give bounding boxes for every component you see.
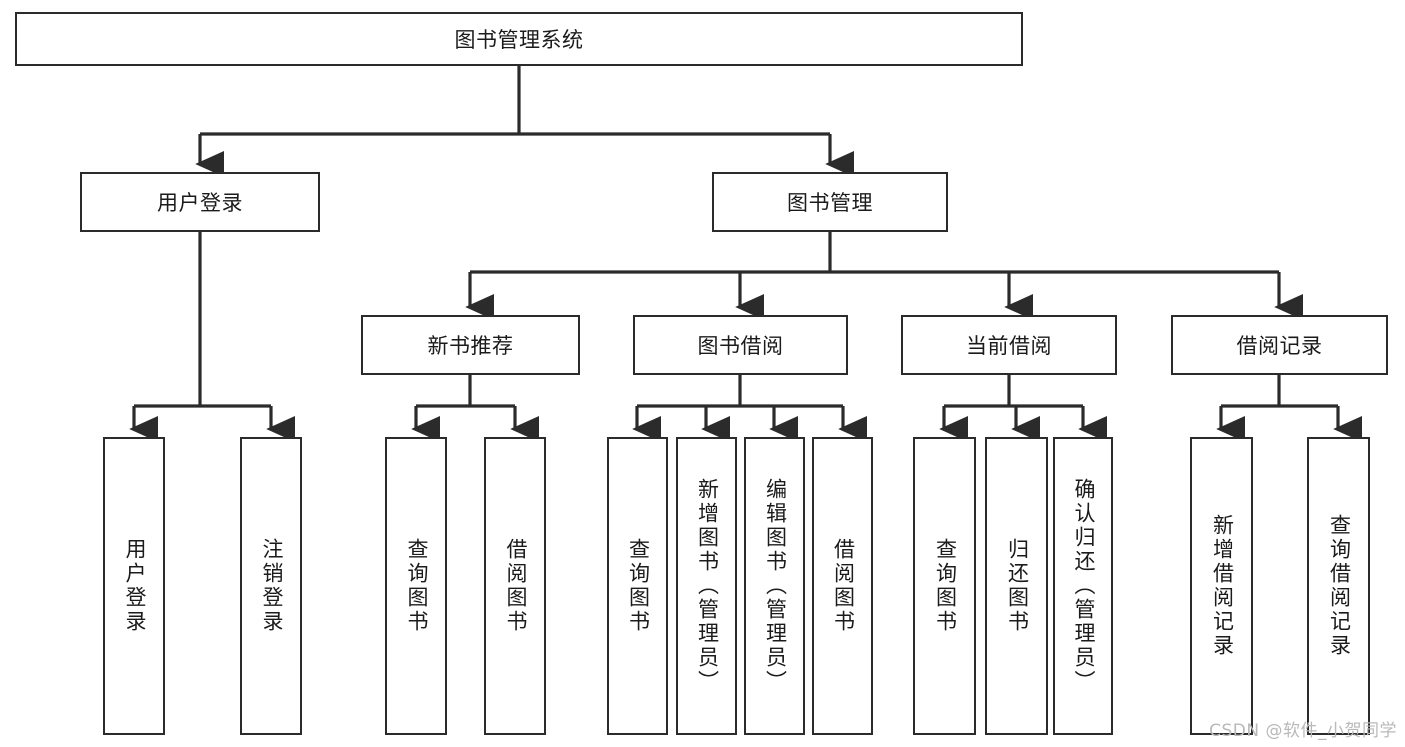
- leaf-label: 借阅图书: [503, 538, 528, 634]
- node-root[interactable]: 图书管理系统: [15, 12, 1023, 66]
- edge-root-children: [195, 134, 854, 177]
- leaf-label: 查询借阅记录: [1327, 514, 1352, 658]
- leaf-label: 新增借阅记录: [1210, 514, 1235, 658]
- leaf-node-add-book[interactable]: 新增图书（管理员）: [676, 437, 737, 735]
- leaf-node-edit-book[interactable]: 编辑图书（管理员）: [744, 437, 805, 735]
- node-book-manage-label: 图书管理: [787, 191, 873, 215]
- node-root-label: 图书管理系统: [454, 28, 584, 52]
- node-book-manage[interactable]: 图书管理: [712, 172, 948, 232]
- edge-bookborrow-bus: [637, 375, 843, 408]
- node-current-borrow-label: 当前借阅: [966, 334, 1052, 358]
- edge-userlogin-leaves: [129, 406, 295, 442]
- node-user-login[interactable]: 用户登录: [80, 172, 320, 232]
- leaf-label: 查询图书: [404, 538, 429, 634]
- leaf-node-add-record[interactable]: 新增借阅记录: [1190, 437, 1253, 735]
- edge-bookmanage-children: [465, 272, 1303, 320]
- edge-bookborrow-leaves: [632, 406, 867, 442]
- edge-borrowrecord-leaves: [1216, 406, 1362, 442]
- leaf-label: 注销登录: [259, 538, 284, 634]
- edge-newbook-leaves: [411, 406, 539, 442]
- node-current-borrow[interactable]: 当前借阅: [901, 315, 1117, 375]
- leaf-label: 归还图书: [1005, 538, 1030, 634]
- node-book-borrow-label: 图书借阅: [697, 334, 784, 358]
- leaf-label: 确认归还（管理员）: [1071, 478, 1096, 694]
- leaf-node-confirm-return[interactable]: 确认归还（管理员）: [1053, 437, 1113, 735]
- leaf-label: 查询图书: [933, 538, 958, 634]
- leaf-label: 查询图书: [626, 538, 651, 634]
- edge-userlogin-bus: [134, 232, 271, 408]
- node-borrow-record[interactable]: 借阅记录: [1171, 315, 1388, 375]
- leaf-label: 编辑图书（管理员）: [763, 478, 788, 694]
- leaf-node-user-login[interactable]: 用户登录: [103, 437, 165, 735]
- edge-borrowrecord-bus: [1221, 375, 1338, 408]
- leaf-node-query-book-2[interactable]: 查询图书: [607, 437, 668, 735]
- edge-currentborrow-bus: [944, 375, 1083, 408]
- watermark-text: CSDN @软件_小贺同学: [1209, 721, 1397, 741]
- node-borrow-record-label: 借阅记录: [1236, 334, 1323, 358]
- edge-root-bus: [200, 66, 830, 136]
- leaf-node-query-book-3[interactable]: 查询图书: [913, 437, 976, 735]
- edge-newbook-bus: [416, 375, 515, 408]
- node-new-book-recommend[interactable]: 新书推荐: [361, 315, 580, 375]
- leaf-node-borrow-book-2[interactable]: 借阅图书: [812, 437, 873, 735]
- leaf-label: 用户登录: [122, 538, 147, 634]
- leaf-node-return-book[interactable]: 归还图书: [985, 437, 1048, 735]
- leaf-node-borrow-book-1[interactable]: 借阅图书: [484, 437, 546, 735]
- edge-bookmanage-bus: [470, 232, 1279, 274]
- leaf-node-user-logout[interactable]: 注销登录: [240, 437, 302, 735]
- node-user-login-label: 用户登录: [157, 191, 243, 215]
- edge-currentborrow-leaves: [939, 406, 1107, 442]
- leaf-node-query-record[interactable]: 查询借阅记录: [1307, 437, 1370, 735]
- node-book-borrow[interactable]: 图书借阅: [633, 315, 848, 375]
- leaf-node-query-book-1[interactable]: 查询图书: [385, 437, 447, 735]
- leaf-label: 新增图书（管理员）: [695, 478, 720, 694]
- leaf-label: 借阅图书: [831, 538, 856, 634]
- node-new-book-recommend-label: 新书推荐: [427, 334, 514, 358]
